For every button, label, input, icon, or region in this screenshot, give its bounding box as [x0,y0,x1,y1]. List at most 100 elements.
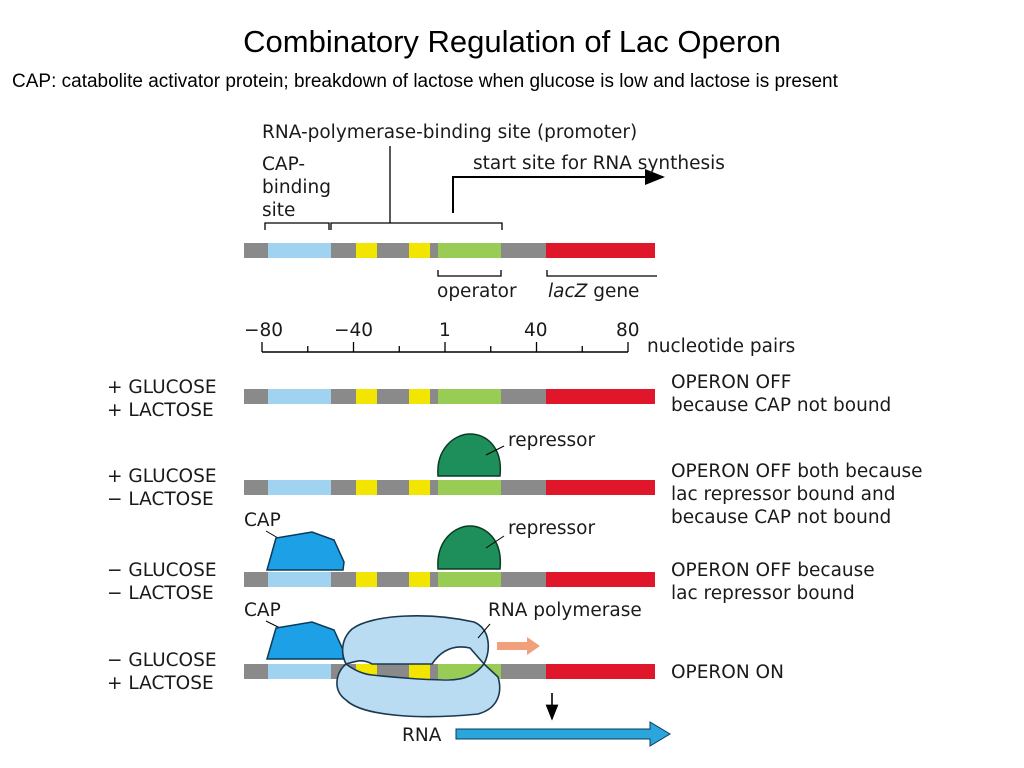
dna-spacer-segment [430,389,438,404]
dna-spacer-segment [244,572,268,587]
regulation-row: repressor + GLUCOSE − LACTOSE OPERON OFF… [107,430,923,528]
promoter-box-segment [409,664,430,679]
dna-spacer-segment [501,480,546,495]
repressor-label: repressor [508,518,596,539]
repressor-protein [437,433,502,477]
operator-segment [438,389,501,404]
condition-glucose: + GLUCOSE [107,466,217,487]
scale-tick-label: 40 [524,320,548,341]
condition-lactose: + LACTOSE [107,400,214,421]
lacz-label: lacZ gene [548,281,639,302]
slide-title: Combinatory Regulation of Lac Operon [243,24,781,59]
operator-segment [438,572,501,587]
dna-spacer-segment [331,572,356,587]
cap-label: CAP [244,510,281,531]
outcome-line: OPERON ON [671,662,784,683]
condition-glucose: + GLUCOSE [107,377,217,398]
slide-subtitle: CAP: catabolite activator protein; break… [12,71,838,92]
regulation-row: + GLUCOSE + LACTOSE OPERON OFF because C… [107,372,891,421]
lacz-italic: lacZ [548,281,589,302]
dna-strand [244,664,655,679]
outcome-line: OPERON OFF both because [671,461,923,482]
dna-spacer-segment [377,664,409,679]
condition-glucose: − GLUCOSE [107,650,217,671]
dna-spacer-segment [430,664,438,679]
polymerase-label: RNA polymerase [488,600,642,621]
dna-spacer-segment [501,572,546,587]
promoter-box-segment [409,389,430,404]
dna-strand-map [244,243,655,258]
operator-segment [438,243,501,258]
dna-spacer-segment [377,480,409,495]
promoter-bracket [330,146,503,230]
cap-label: CAP [244,600,281,621]
repressor-leader-line [485,535,505,549]
regulation-row: CAP repressor − GLUCOSE − LACTOSE OPERON… [107,510,875,604]
condition-lactose: − LACTOSE [107,583,214,604]
start-site-arrow [452,169,665,213]
outcome-line: lac repressor bound and [671,484,895,505]
operator-segment [438,480,501,495]
condition-glucose: − GLUCOSE [107,560,217,581]
dna-spacer-segment [430,572,438,587]
outcome-line: OPERON OFF because [671,560,875,581]
lacz-gene-segment [546,389,655,404]
promoter-box-segment [356,572,377,587]
cap-protein [266,621,345,660]
cap-site-label-2: binding [262,177,331,198]
cap-site-label-3: site [262,200,295,221]
rna-polymerase-upper [341,615,490,666]
dna-spacer-segment [244,389,268,404]
regulation-row: CAP − GLUCOSE + LACTOSE RNA polymerase O… [107,600,784,747]
cap-binding-site-segment [268,389,331,404]
lacz-bracket [546,270,657,277]
promoter-label: RNA-polymerase-binding site (promoter) [262,122,637,143]
rna-label: RNA [402,725,442,746]
dna-spacer-segment [244,664,268,679]
cap-binding-site-segment [268,572,331,587]
nucleotide-scale: −80 −40 1 40 80 nucleotide pairs [244,320,795,357]
gene-map: RNA-polymerase-binding site (promoter) C… [244,122,725,302]
transcription-direction-arrow [497,637,540,655]
lacz-gene-segment [546,480,655,495]
dna-spacer-segment [377,572,409,587]
rna-polymerase-lower [336,662,501,718]
lacz-gene-segment [546,243,655,258]
dna-spacer-segment [244,480,268,495]
outcome-line: because CAP not bound [671,395,891,416]
operator-label: operator [437,281,517,302]
scale-unit-label: nucleotide pairs [647,336,795,357]
condition-lactose: + LACTOSE [107,673,214,694]
outcome-line: because CAP not bound [671,507,891,528]
outcome-line: lac repressor bound [671,583,855,604]
cap-protein [266,531,345,571]
cap-binding-site-segment [268,243,331,258]
dna-strand [244,480,655,495]
rna-transcript-arrow [455,721,671,747]
condition-lactose: − LACTOSE [107,489,214,510]
scale-tick-label: 80 [616,320,640,341]
dna-spacer-segment [501,389,546,404]
cap-site-bracket [264,222,330,230]
repressor-label: repressor [508,430,596,451]
repressor-leader-line [485,445,505,456]
scale-tick-label: −40 [334,320,373,341]
cap-site-label-1: CAP- [262,154,305,175]
dna-spacer-segment [331,480,356,495]
cap-binding-site-segment [268,664,331,679]
lacz-gene-segment [546,664,655,679]
promoter-box-segment [409,243,430,258]
dna-spacer-segment [501,664,546,679]
outcome-line: OPERON OFF [671,372,791,393]
cap-binding-site-segment [268,480,331,495]
start-site-label: start site for RNA synthesis [473,153,725,174]
scale-ticks [261,342,629,352]
dna-spacer-segment [244,243,268,258]
dna-spacer-segment [377,243,409,258]
promoter-box-segment [356,480,377,495]
scale-tick-label: 1 [439,320,451,341]
operator-bracket [437,270,502,277]
lacz-gene-word: gene [587,281,639,302]
polymerase-leader-line [477,623,491,639]
